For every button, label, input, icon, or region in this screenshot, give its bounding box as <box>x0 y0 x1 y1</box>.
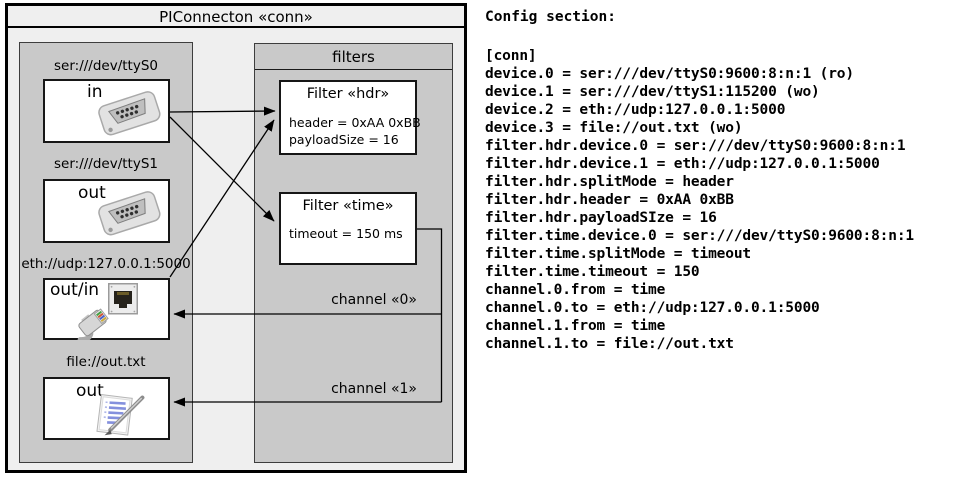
filter-hdr-title: Filter «hdr» <box>306 86 390 102</box>
config-line-filter-hdr-device-0: filter.hdr.device.0 = ser:///dev/ttyS0:9… <box>485 138 906 154</box>
device-mode-label: out/in <box>50 280 100 300</box>
device-mode-label: out <box>78 183 106 203</box>
serial-connector-icon <box>98 191 161 236</box>
config-line-filter-hdr-payloadsize: filter.hdr.payloadSIze = 16 <box>485 210 717 226</box>
device-label-file: file://out.txt <box>66 354 146 370</box>
channel-0-label: channel «0» <box>331 292 417 308</box>
config-line-filter-hdr-device-1: filter.hdr.device.1 = eth://udp:127.0.0.… <box>485 156 880 172</box>
config-line-filter-time-device-0: filter.time.device.0 = ser:///dev/ttyS0:… <box>485 228 914 244</box>
config-line-device-2: device.2 = eth://udp:127.0.0.1:5000 <box>485 102 786 118</box>
device-box-ttys0: in <box>43 79 170 143</box>
device-mode-label: in <box>87 82 103 102</box>
config-line-filter-time-splitmode: filter.time.splitMode = timeout <box>485 246 751 262</box>
filter-hdr-prop-payloadsize: payloadSize = 16 <box>289 132 399 147</box>
piconnection-diagram: PIConnecton «conn» filters ser:///dev/tt… <box>5 3 467 473</box>
ethernet-port-icon <box>108 283 138 315</box>
device-box-ttys1: out <box>43 179 170 243</box>
serial-connector-icon <box>98 91 161 136</box>
device-label-ttys1: ser:///dev/ttyS1 <box>54 156 158 172</box>
config-line-device-1: device.1 = ser:///dev/ttyS1:115200 (wo) <box>485 84 820 100</box>
notepad-icon <box>96 394 145 436</box>
diagram-title: PIConnecton «conn» <box>8 6 464 28</box>
config-line-device-0: device.0 = ser:///dev/ttyS0:9600:8:n:1 (… <box>485 66 854 82</box>
filter-time-title: Filter «time» <box>302 198 394 214</box>
filter-time-box: Filter «time» timeout = 150 ms <box>279 192 417 265</box>
config-line-device-3: device.3 = file://out.txt (wo) <box>485 120 743 136</box>
config-line-channel-0-from: channel.0.from = time <box>485 282 666 298</box>
channel-1-label: channel «1» <box>331 381 417 397</box>
config-section: Config section: [conn] device.0 = ser://… <box>485 8 955 353</box>
device-label-ttys0: ser:///dev/ttyS0 <box>54 58 158 74</box>
filters-panel-title: filters <box>255 44 452 70</box>
config-line-filter-hdr-splitmode: filter.hdr.splitMode = header <box>485 174 734 190</box>
config-line-filter-time-timeout: filter.time.timeout = 150 <box>485 264 700 280</box>
filter-hdr-box: Filter «hdr» header = 0xAA 0xBB payloadS… <box>279 80 421 155</box>
config-line-conn: [conn] <box>485 48 537 64</box>
config-line-channel-1-to: channel.1.to = file://out.txt <box>485 336 734 352</box>
ethernet-cable-icon <box>77 308 109 340</box>
device-box-file: out <box>43 377 170 440</box>
config-heading: Config section: <box>485 9 616 25</box>
config-line-filter-hdr-header: filter.hdr.header = 0xAA 0xBB <box>485 192 734 208</box>
device-label-eth: eth://udp:127.0.0.1:5000 <box>21 256 191 272</box>
device-box-eth: out/in <box>43 278 170 340</box>
config-line-channel-0-to: channel.0.to = eth://udp:127.0.0.1:5000 <box>485 300 820 316</box>
filter-time-prop-timeout: timeout = 150 ms <box>289 226 403 241</box>
config-line-channel-1-from: channel.1.from = time <box>485 318 666 334</box>
device-mode-label: out <box>76 381 104 401</box>
filter-hdr-prop-header: header = 0xAA 0xBB <box>289 115 421 130</box>
